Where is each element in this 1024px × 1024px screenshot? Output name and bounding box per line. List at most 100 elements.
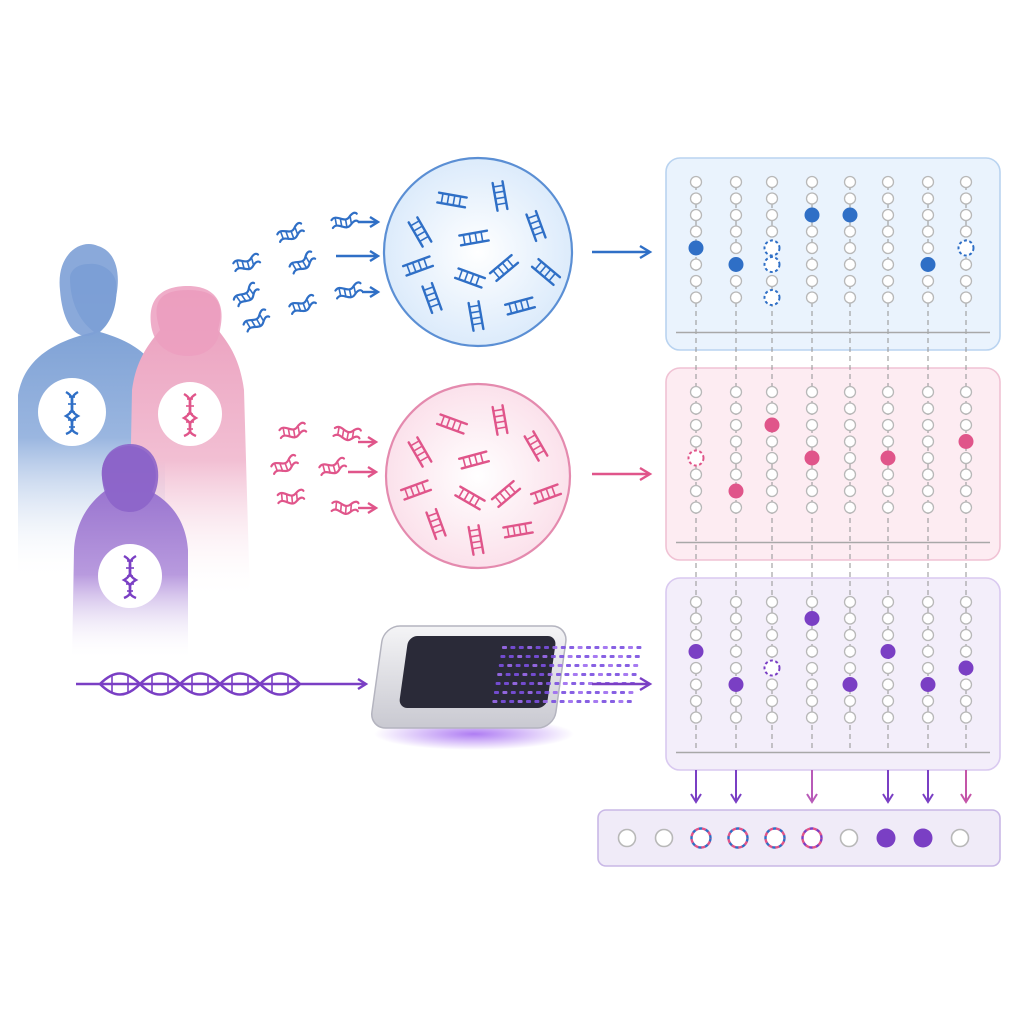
empty-grid-dot bbox=[881, 385, 895, 399]
result-child-dot bbox=[913, 828, 933, 848]
empty-grid-dot bbox=[765, 484, 779, 498]
chip-sensor-cell bbox=[522, 673, 528, 676]
empty-grid-dot bbox=[881, 484, 895, 498]
child-allele-dot bbox=[920, 677, 936, 692]
chip-sensor-cell bbox=[532, 664, 538, 667]
chip-sensor-cell bbox=[608, 664, 613, 667]
empty-grid-dot bbox=[921, 628, 935, 642]
empty-grid-dot bbox=[881, 402, 895, 415]
empty-grid-dot bbox=[765, 385, 779, 399]
chip-sensor-cell bbox=[611, 646, 617, 649]
chip-sensor-cell bbox=[576, 655, 581, 658]
chip-sensor-cell bbox=[552, 691, 558, 694]
mother-fragment bbox=[276, 488, 306, 507]
child-allele-dot bbox=[688, 644, 704, 659]
empty-grid-dot bbox=[689, 225, 703, 238]
empty-grid-dot bbox=[921, 192, 935, 205]
empty-grid-dot bbox=[959, 612, 973, 625]
empty-grid-dot bbox=[881, 628, 895, 642]
chip-sensor-cell bbox=[536, 691, 541, 694]
empty-grid-dot bbox=[881, 711, 895, 724]
to-child-panel-arrow bbox=[592, 676, 653, 692]
chip-sensor-cell bbox=[525, 655, 531, 658]
father-fragment bbox=[230, 280, 263, 309]
mother-fragment-pool bbox=[384, 382, 572, 570]
result-child-dot bbox=[876, 828, 896, 848]
empty-grid-dot bbox=[729, 595, 743, 609]
chip-sensor-cell bbox=[556, 673, 561, 676]
empty-grid-dot bbox=[805, 291, 819, 304]
chip-sensor-cell bbox=[586, 646, 591, 649]
empty-grid-dot bbox=[765, 402, 779, 415]
chip-sensor-cell bbox=[628, 646, 633, 649]
empty-grid-dot bbox=[843, 385, 857, 399]
chip-sensor-cell bbox=[549, 664, 555, 667]
empty-grid-dot bbox=[689, 468, 703, 481]
empty-grid-dot bbox=[765, 451, 779, 465]
chip-sensor-cell bbox=[579, 682, 585, 685]
empty-grid-dot bbox=[921, 468, 935, 481]
sequencing-chip-icon bbox=[371, 625, 642, 750]
empty-grid-dot bbox=[765, 192, 779, 205]
chip-sensor-cell bbox=[628, 691, 634, 694]
empty-grid-dot bbox=[843, 628, 857, 642]
empty-grid-dot bbox=[729, 241, 743, 255]
empty-grid-dot bbox=[921, 612, 935, 625]
empty-grid-dot bbox=[843, 225, 857, 238]
empty-grid-dot bbox=[689, 192, 703, 205]
empty-grid-dot bbox=[805, 678, 819, 691]
chip-sensor-cell bbox=[492, 700, 498, 703]
chip-sensor-cell bbox=[524, 664, 529, 667]
mother-allele-dot bbox=[958, 434, 974, 449]
chip-sensor-cell bbox=[544, 691, 550, 694]
empty-grid-dot bbox=[689, 175, 703, 189]
empty-grid-dot bbox=[881, 612, 895, 625]
empty-grid-dot bbox=[921, 595, 935, 609]
empty-grid-dot bbox=[959, 501, 973, 514]
chip-sensor-cell bbox=[576, 700, 582, 703]
empty-grid-dot bbox=[689, 628, 703, 642]
chip-sensor-cell bbox=[616, 664, 622, 667]
chip-sensor-cell bbox=[564, 673, 570, 676]
father-allele-dot bbox=[842, 207, 858, 223]
child-flow-arrowhead bbox=[357, 677, 369, 691]
empty-grid-dot bbox=[881, 595, 895, 609]
father-fragment bbox=[333, 280, 365, 302]
chip-sensor-cell bbox=[535, 646, 541, 649]
empty-grid-dot bbox=[805, 435, 819, 448]
result-arrowhead bbox=[922, 793, 934, 804]
chip-sensor-cell bbox=[542, 700, 548, 703]
chip-sensor-cell bbox=[571, 682, 577, 685]
chip-sensor-cell bbox=[636, 646, 642, 649]
chip-sensor-cell bbox=[581, 673, 587, 676]
chip-sensor-cell bbox=[634, 655, 640, 658]
child-silhouette bbox=[72, 444, 188, 660]
chip-sensor-cell bbox=[578, 691, 583, 694]
father-fragment bbox=[329, 211, 360, 232]
empty-grid-dot bbox=[959, 274, 973, 288]
chip-sensor-cell bbox=[594, 691, 600, 694]
empty-grid-dot bbox=[765, 435, 779, 448]
empty-grid-dot bbox=[843, 435, 857, 448]
empty-grid-dot bbox=[959, 385, 973, 399]
empty-grid-dot bbox=[729, 175, 743, 189]
mother-flow-arrowhead bbox=[367, 435, 379, 449]
empty-grid-dot bbox=[921, 402, 935, 415]
empty-grid-dot bbox=[765, 711, 779, 724]
empty-grid-dot bbox=[843, 258, 857, 271]
chip-sensor-cell bbox=[584, 655, 590, 658]
mother-allele-dot bbox=[764, 417, 780, 433]
empty-grid-dot bbox=[959, 418, 973, 432]
chip-sensor-cell bbox=[567, 655, 573, 658]
empty-grid-dot bbox=[921, 484, 935, 498]
chip-sensor-cell bbox=[602, 646, 608, 649]
chip-sensor-cell bbox=[586, 691, 592, 694]
empty-grid-dot bbox=[729, 711, 743, 724]
chip-sensor-cell bbox=[631, 673, 637, 676]
chip-sensor-cell bbox=[510, 646, 516, 649]
chip-sensor-cell bbox=[519, 691, 525, 694]
chip-sensor-cell bbox=[510, 691, 516, 694]
chip-sensor-cell bbox=[619, 646, 625, 649]
mother-allele-dot bbox=[880, 450, 896, 466]
father-flow-arrowhead bbox=[369, 215, 381, 229]
